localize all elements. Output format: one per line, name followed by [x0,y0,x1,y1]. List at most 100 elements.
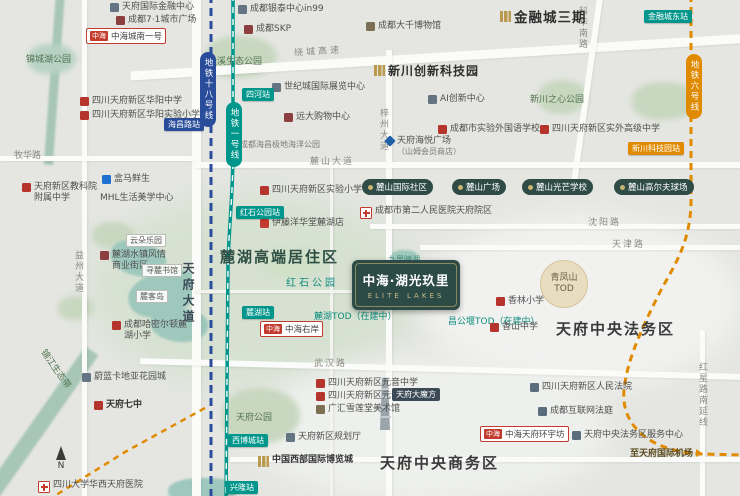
poi-label: 成都7·1城市广场 [128,15,197,25]
poi-label: 麓湖水镇风情商业街区 [112,250,167,271]
museum-icon [316,405,325,414]
zone-title-cbd: 天府中央商务区 [380,454,500,472]
pill-lushan-plaza: 麓山广场 [452,179,507,195]
mall-icon [116,16,125,25]
bank-building-icon [500,11,511,22]
arrow-right-icon [696,448,703,457]
poi-71-city-plaza: 成都7·1城市广场 [116,15,196,26]
station-xinchuan-park: 新川科技园站 [628,142,684,155]
poi-legal-service-center: 天府中央法务区服务中心 [572,430,683,441]
poi-label: 成都银泰中心in99 [250,4,324,14]
poi-yuanda-mall: 远大购物中心 [284,112,350,123]
poi-century-city-expo: 世纪城国际展览中心 [272,82,365,93]
station-jinrongcheng-east: 金融城东站 [644,10,692,23]
project-name-en: ELITE LAKES [367,292,445,300]
poi-huayang-primary-school: 四川天府新区华阳实验小学 [80,110,200,121]
roadlabel-tianjin: 天津路 [612,240,646,250]
poi-label: MHL生活美学中心 [100,193,174,203]
zhonghai-chengnan-no1: 中海 中海城南一号 [86,28,167,44]
north-arrow-icon [56,446,66,460]
poi-label: 成都SKP [256,24,292,34]
station-hongshipark: 红石公园站 [236,206,284,219]
zhonghai-youan-label: 中海右岸 [285,325,320,335]
cbd-tower-illustration [380,378,391,430]
poi-huaxi-tianfu-hospital: 四川大学华西天府医院 [38,480,143,493]
pill-lushan-community: 麓山国际社区 [362,179,434,195]
road-tianjin [420,245,740,250]
building-icon [286,433,295,442]
building-icon [238,5,247,14]
school-icon [496,297,505,306]
poi-label: AI创新中心 [440,94,485,104]
poi-jiaokeyuan-school: 天府新区教科院附属中学 [22,182,102,204]
court-icon [538,407,547,416]
poi-financial-city-3: 金融城三期 [500,10,587,26]
poi-tianfu-no7-school: 天府七中 [94,400,142,411]
zone-title-luhu: 麓湖高端居住区 [220,248,340,266]
poi-label: 四川天府新区人民法院 [542,382,633,392]
poi-planning-hall: 天府新区规划厅 [286,432,361,443]
poi-label: 天府新区规划厅 [298,432,362,442]
pill-label: 麓山国际社区 [376,183,428,193]
poi-yuanyin-middle: 四川天府新区元音中学 [316,378,418,389]
project-badge-border [355,263,457,307]
parklabel-jiuliqinghu: 九里晴湖 [388,254,420,265]
poi-label: 蔚蓝卡地亚花园城 [94,372,167,382]
poi-internet-court: 成都互联网法庭 [538,406,613,417]
poi-mhl-center: MHL生活美学中心 [100,193,174,204]
poi-label: 远大购物中心 [296,112,351,122]
poi-cartier-garden-city: 蔚蓝卡地亚花园城 [82,372,166,383]
poi-luhu-water-town: 麓湖水镇风情商业街区 [100,250,168,272]
poi-label: 中国西部国际博览城 [272,455,354,465]
road-yizhou-avenue [82,0,87,496]
pill-dot-icon [458,184,463,190]
pill-lushan-guangmang-school: 麓山光芒学校 [522,179,594,195]
school-icon [260,186,269,195]
poi-label: 天府新区教科院附属中学 [34,182,98,203]
financial-city-label: 金融城三期 [514,10,587,26]
metro-line1-label: 地铁一号线 [226,102,242,167]
zhonghai-youan: 中海 中海右岸 [260,321,324,337]
poi-luke-island: 麓客岛 [136,290,168,303]
road-minor-v1 [330,165,333,496]
tech-park-icon [374,65,385,76]
compass-letter: N [57,461,65,471]
zhonghai-chengnan-label: 中海城南一号 [111,32,163,42]
park-left-2 [58,296,94,320]
poi-second-peoples-hospital: 成都市第二人民医院天府院区 [360,206,492,219]
poi-label: 四川天府新区华阳中学 [92,96,183,106]
poi-ito-yokado: 伊藤洋华堂麓湖店 [260,218,344,229]
road-south-bottom [230,457,740,462]
poi-sams-club: 天府海悦广场（山姆会员商店） [384,135,461,158]
poi-huayang-middle-school: 四川天府新区华阳中学 [80,96,182,107]
poi-label: 成都大千博物馆 [378,21,442,31]
pill-label: 麓山光芒学校 [536,183,588,193]
poi-label: 四川天府新区元音中学 [328,378,419,388]
mall-icon [284,113,293,122]
poi-label: 天府海悦广场（山姆会员商店） [397,136,461,156]
poi-shiwai-high-school: 四川天府新区实外高级中学 [540,124,660,135]
poi-label: 四川天府新区实验小学 [272,185,363,195]
tod-changgongyan: 昌公堰TOD（在建中） [448,317,540,327]
poi-label: 成都互联网法庭 [550,406,614,416]
zhonghai-logo: 中海 [90,31,108,41]
pill-dot-icon [620,184,625,190]
parklabel-jinchenghu: 锦城湖公园 [26,55,72,65]
road-shenyang [370,224,740,229]
poi-xunlu-library: 寻麓书馆 [142,264,182,277]
tod-qingfengshan: 青凤山TOD [540,260,588,308]
building-icon [428,95,437,104]
poi-label: 世纪城国际展览中心 [284,82,366,92]
poi-tianfu-intl-finance-center: 天府国际金融中心 [110,2,194,13]
poi-tianfu-experimental-primary: 四川天府新区实验小学 [260,185,362,196]
shop-icon [100,251,109,260]
court-icon [530,383,539,392]
poi-label: 香林小学 [508,296,545,306]
ito-yokado-icon [260,219,269,228]
roadlabel-hongxing: 红星路南延线 [697,362,707,428]
parklabel-tianfupark: 天府公园 [236,413,273,423]
zhonghai-huanyufang: 中海 中海天府环宇坊 [480,426,569,442]
roadlabel-tianfu-avenue: 天府大道 [181,262,195,326]
parklabel-guixi: 桂溪生态公园 [208,57,263,67]
